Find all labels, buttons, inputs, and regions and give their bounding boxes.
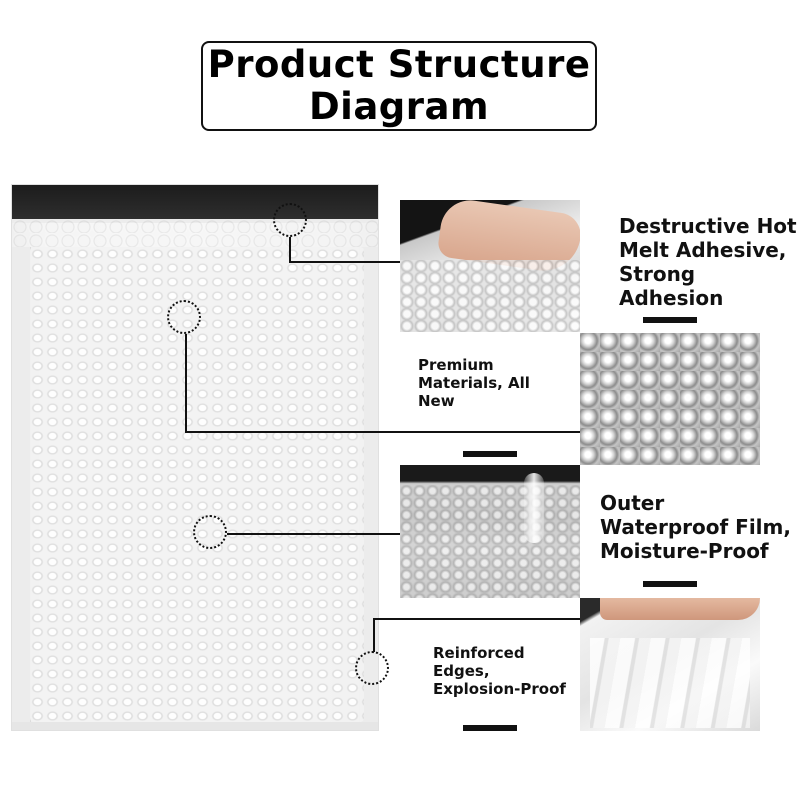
bubble-texture [400, 260, 580, 332]
callout-line-edges-v [373, 618, 375, 652]
label-edges: Reinforced Edges, Explosion-Proof [433, 644, 566, 698]
callout-circle-materials [167, 300, 201, 334]
title-box: Product Structure Diagram [201, 41, 597, 131]
bag-bottom-seal [12, 722, 378, 730]
hand [600, 598, 760, 620]
underline-bar-materials [463, 451, 517, 457]
bubble-mailer-bag [12, 185, 378, 730]
callout-circle-edges [355, 651, 389, 685]
bag-left-edge [12, 247, 31, 730]
adhesive-strip [12, 185, 378, 223]
callout-line-edges-h [373, 618, 580, 620]
callout-line-materials-v [185, 334, 187, 433]
callout-circle-adhesive [273, 203, 307, 237]
label-film: Outer Waterproof Film, Moisture-Proof [600, 491, 791, 563]
underline-bar-adhesive [643, 317, 697, 323]
photo-reinforced-edge [580, 598, 760, 731]
water-stream [524, 473, 544, 543]
callout-line-film-h [227, 533, 400, 535]
underline-bar-film [643, 581, 697, 587]
photo-waterproof-film [400, 465, 580, 598]
callout-line-materials-h [185, 431, 580, 433]
bag-folds [590, 638, 750, 728]
diagram-title: Product Structure Diagram [207, 43, 591, 128]
callout-line-adhesive-v [289, 237, 291, 262]
label-adhesive: Destructive Hot Melt Adhesive, Strong Ad… [619, 214, 797, 310]
photo-bubble-closeup [580, 333, 760, 465]
photo-adhesive-closeup [400, 200, 580, 332]
bubble-texture [400, 485, 580, 598]
bag-flap [12, 219, 378, 247]
callout-line-adhesive-h [289, 261, 401, 263]
underline-bar-edges [463, 725, 517, 731]
label-materials: Premium Materials, All New [418, 356, 530, 410]
callout-circle-film [193, 515, 227, 549]
